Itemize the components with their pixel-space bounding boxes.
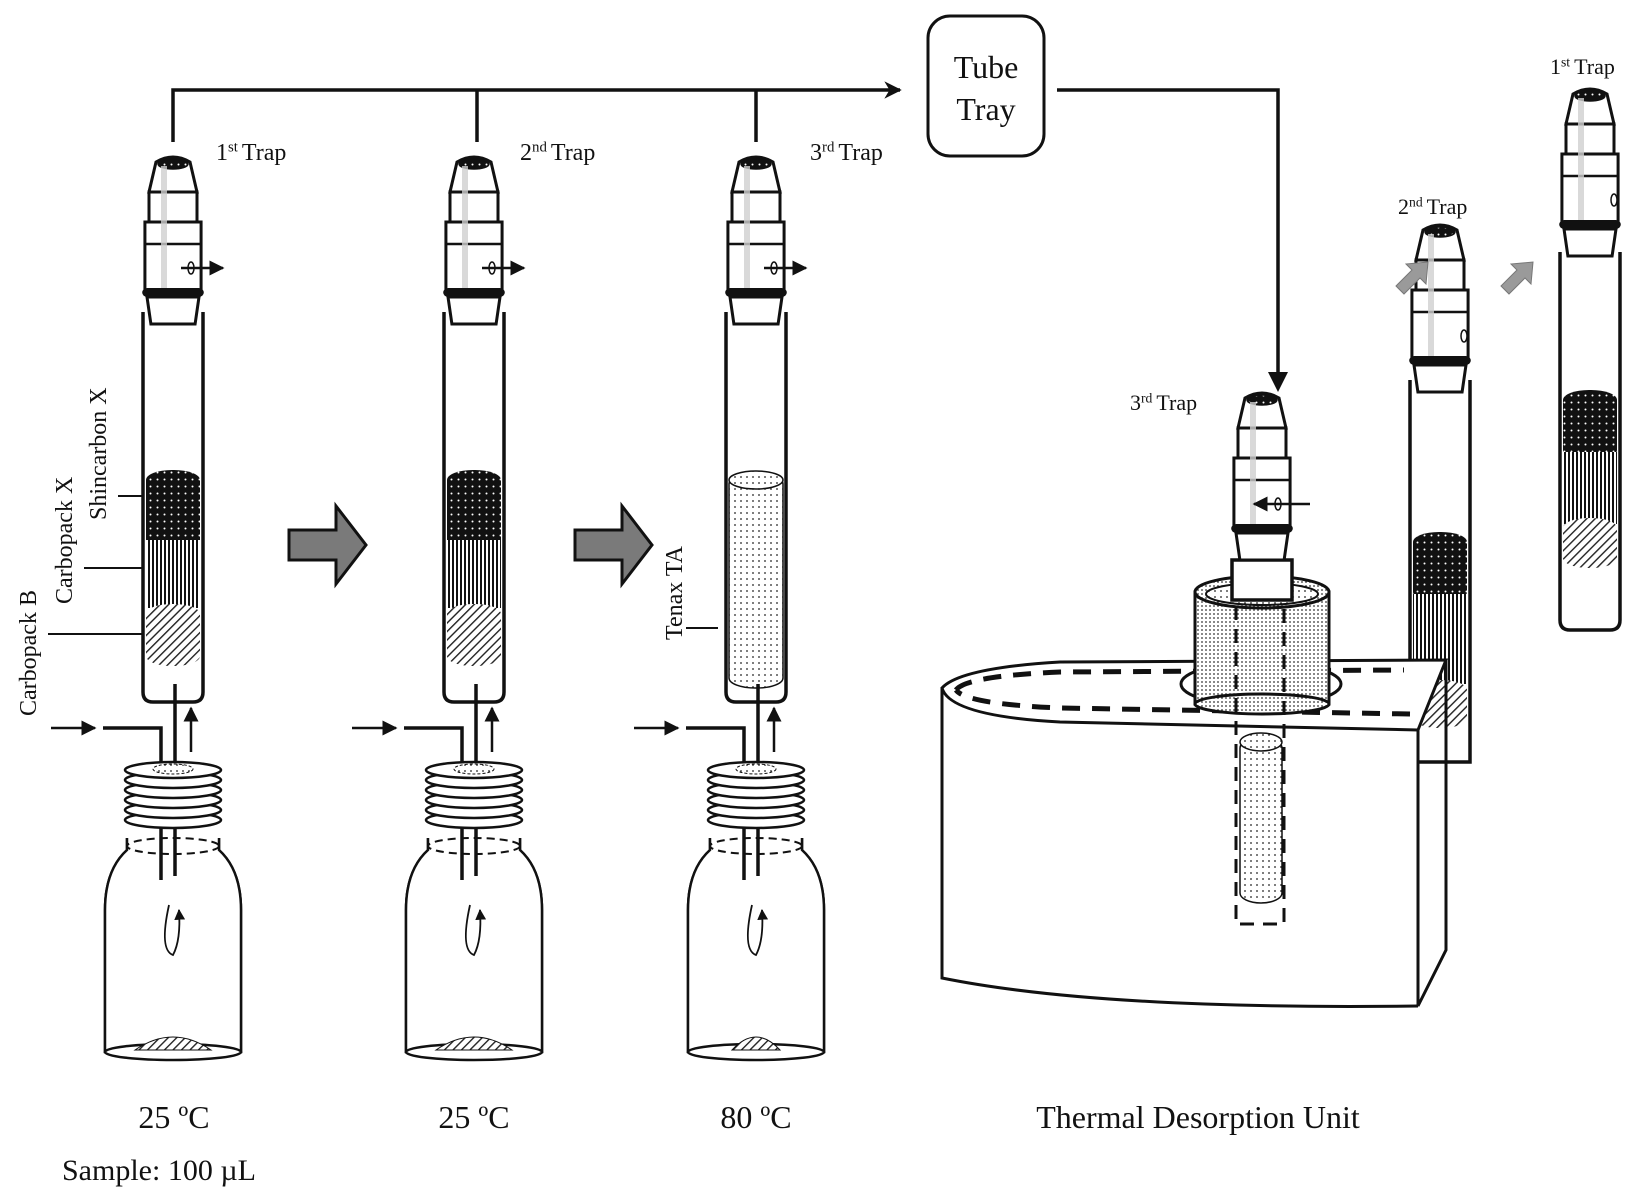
stored-trap-1	[1558, 87, 1622, 632]
desorption-trap-label-1: 1st Trap	[1550, 54, 1615, 79]
trap-ordinal: 2	[520, 140, 532, 166]
sample-vial	[51, 684, 243, 1062]
sample-vial	[352, 684, 544, 1062]
sampling-stage-3	[634, 155, 826, 1062]
heater-sleeve-bottom	[1193, 692, 1331, 716]
label-carbopack-x: Carbopack X	[52, 477, 78, 604]
temp-label-3: 80 ºC	[720, 1099, 791, 1135]
unit-body-fill	[944, 660, 1418, 993]
headspace-circulation-icon	[163, 904, 186, 957]
bed-carbopack-x	[146, 540, 200, 608]
tube-tray-label-line2: Tray	[956, 91, 1015, 127]
trap-cap	[142, 155, 225, 326]
trap-cap	[1231, 391, 1310, 562]
sample-vial	[634, 684, 826, 1062]
trap-ordinal-suffix: nd	[532, 140, 547, 156]
sampling-stage-1	[51, 155, 243, 1062]
trap-cap	[1559, 87, 1621, 258]
headspace-circulation-icon	[746, 904, 769, 957]
unit-body-side	[1416, 660, 1448, 1007]
trap-ordinal-suffix: st	[1561, 54, 1570, 69]
bed-tenax-ta	[728, 473, 784, 689]
inserted-tenax-top	[1239, 732, 1283, 752]
trap-ordinal: 3	[1130, 390, 1141, 415]
sample-droplet	[730, 1036, 782, 1051]
trap-cap	[1409, 223, 1471, 394]
tube-tray-label-line1: Tube	[954, 49, 1019, 85]
down-arrowhead-icon	[1268, 372, 1288, 392]
bed-shincarbon-x	[146, 470, 200, 550]
sampling-stages	[51, 155, 826, 1062]
trap-ordinal-suffix: rd	[1141, 390, 1153, 405]
bed-carbopack-b	[447, 604, 501, 666]
trap-word: Trap	[1574, 54, 1615, 79]
trap-ordinal: 1	[216, 140, 228, 166]
flow-lines	[171, 81, 1288, 392]
sorbent-labels: Shincarbon X Carbopack X Carbopack B Ten…	[16, 387, 718, 716]
thermal-desorption-unit	[940, 87, 1622, 1008]
trap-word: Trap	[551, 140, 595, 166]
flow-line-to-unit	[1057, 88, 1280, 388]
headspace-circulation-icon	[464, 904, 487, 957]
trap-ordinal-suffix: st	[228, 140, 239, 156]
unit-body-front	[940, 688, 1419, 1008]
label-shincarbon-x: Shincarbon X	[86, 387, 112, 520]
trap-ordinal: 1	[1550, 54, 1561, 79]
inserted-tenax-bed	[1239, 737, 1283, 904]
temp-label-1: 25 ºC	[138, 1099, 209, 1135]
tube-tray-box: Tube Tray	[926, 14, 1046, 158]
stage-arrow-1-icon	[287, 501, 368, 589]
trap-cap	[725, 155, 808, 326]
sample-droplet	[434, 1036, 514, 1051]
trap-ordinal: 2	[1398, 194, 1409, 219]
trap-word: Trap	[242, 140, 286, 166]
label-tenax-ta: Tenax TA	[662, 545, 688, 640]
trap-word: Trap	[1156, 390, 1197, 415]
thermal-desorption-unit-label: Thermal Desorption Unit	[1036, 1099, 1360, 1135]
bed-carbopack-x	[447, 540, 501, 608]
temp-label-2: 25 ºC	[438, 1099, 509, 1135]
stage-arrows	[287, 501, 654, 589]
insert-arrow-1-icon	[1500, 261, 1534, 295]
unit-top-dashed-outline	[953, 667, 1411, 717]
trap-ordinal-suffix: rd	[822, 140, 835, 156]
bed-shincarbon-x	[447, 470, 501, 550]
desorption-trap-label-2: 2nd Trap	[1398, 194, 1467, 219]
sample-volume-label: Sample: 100 µL	[62, 1154, 256, 1187]
flow-line-main	[171, 81, 902, 142]
bottom-labels: 25 ºC 25 ºC 80 ºC Sample: 100 µL Thermal…	[62, 1099, 1360, 1187]
sampling-stage-2	[352, 155, 544, 1062]
bed-carbopack-b	[146, 604, 200, 666]
sample-droplet	[133, 1036, 213, 1051]
heater-sleeve	[1193, 590, 1331, 706]
trap-ordinal: 3	[810, 140, 822, 166]
trap-word: Trap	[1427, 194, 1468, 219]
stage-arrow-2-icon	[573, 501, 654, 589]
trap-ordinal-suffix: nd	[1409, 194, 1423, 209]
label-carbopack-b: Carbopack B	[16, 590, 42, 716]
insert-arrow-2-icon	[1395, 261, 1429, 295]
trap-cap	[443, 155, 526, 326]
trap-word: Trap	[838, 140, 882, 166]
desorption-trap-3	[1230, 391, 1310, 602]
